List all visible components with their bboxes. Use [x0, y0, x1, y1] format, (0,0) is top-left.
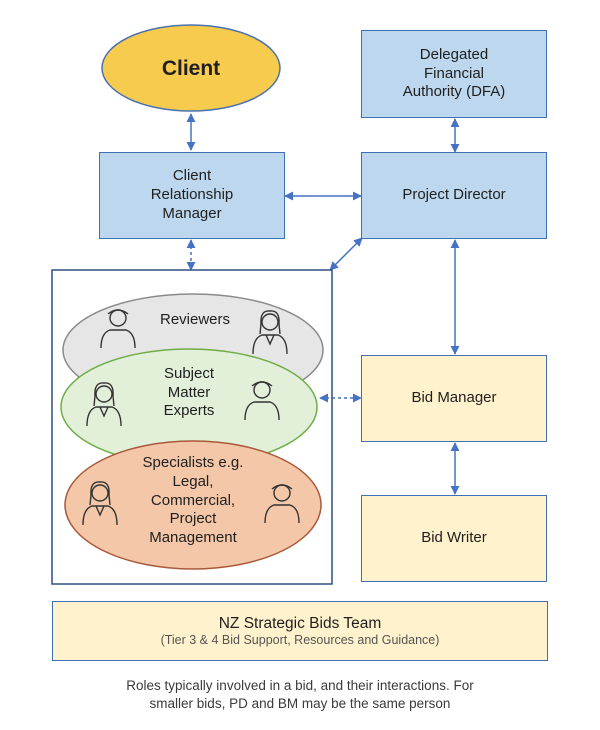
person-icon [264, 484, 300, 524]
caption: Roles typically involved in a bid, and t… [0, 677, 600, 713]
sme-label-wrap: Subject Matter Experts [130, 360, 248, 426]
bid-manager-label: Bid Manager [411, 389, 497, 407]
bid-writer-box[interactable]: Bid Writer [361, 495, 547, 582]
strategic-bids-team-box[interactable]: NZ Strategic Bids Team (Tier 3 & 4 Bid S… [52, 601, 548, 661]
project-director-label: Project Director [402, 186, 506, 204]
team-title: NZ Strategic Bids Team [218, 614, 382, 632]
specialists-label: Specialists e.g. Legal, Commercial, Proj… [142, 454, 244, 547]
client-ellipse[interactable] [101, 24, 281, 112]
caption-line-2: smaller bids, PD and BM may be the same … [149, 696, 451, 712]
crm-box[interactable]: Client Relationship Manager [99, 152, 285, 239]
reviewers-label-wrap: Reviewers [130, 306, 260, 334]
caption-line-1: Roles typically involved in a bid, and t… [126, 678, 474, 693]
specialists-label-wrap: Specialists e.g. Legal, Commercial, Proj… [118, 448, 268, 554]
bid-manager-box[interactable]: Bid Manager [361, 355, 547, 442]
team-subtitle: (Tier 3 & 4 Bid Support, Resources and G… [160, 632, 440, 647]
person-icon [100, 309, 136, 349]
person-female-icon [252, 310, 288, 355]
reviewers-label: Reviewers [159, 310, 231, 328]
specialists-ellipse[interactable] [64, 440, 322, 570]
crm-label: Client Relationship Manager [150, 167, 234, 222]
person-icon [244, 381, 280, 421]
expert-group-container [51, 269, 333, 585]
arrow-group-pd [329, 237, 363, 271]
person-female-icon [86, 382, 122, 427]
project-director-box[interactable]: Project Director [361, 152, 547, 239]
dfa-box[interactable]: Delegated Financial Authority (DFA) [361, 30, 547, 118]
bid-writer-label: Bid Writer [421, 529, 487, 547]
client-label: Client [162, 57, 220, 80]
person-female-icon [82, 481, 118, 526]
sme-label: Subject Matter Experts [163, 364, 215, 420]
dfa-label: Delegated Financial Authority (DFA) [402, 45, 506, 101]
